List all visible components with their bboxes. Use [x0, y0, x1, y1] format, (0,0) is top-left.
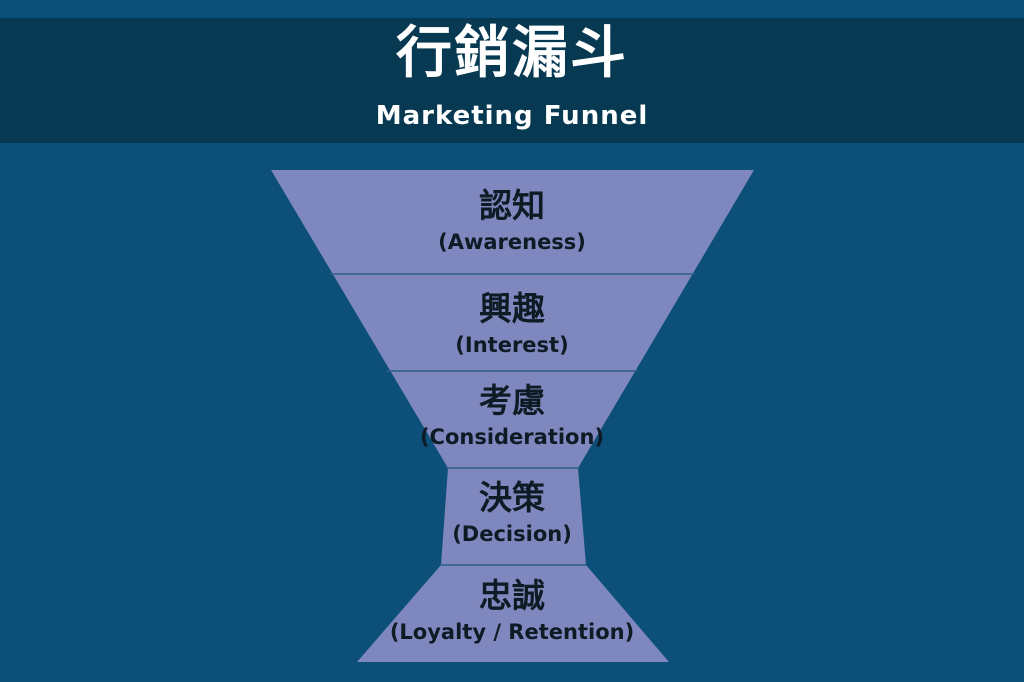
stage-interest: 興趣 (Interest) — [0, 289, 1024, 359]
title-english: Marketing Funnel — [375, 101, 649, 131]
stage-awareness: 認知 (Awareness) — [0, 186, 1024, 256]
stage-loyalty: 忠誠 (Loyalty / Retention) — [0, 576, 1024, 646]
stage-awareness-en: (Awareness) — [438, 230, 586, 254]
header-band — [0, 18, 1024, 143]
stage-consideration-zh: 考慮 — [479, 381, 545, 420]
stage-interest-zh: 興趣 — [479, 289, 545, 328]
stage-interest-en: (Interest) — [455, 333, 569, 357]
stage-loyalty-en: (Loyalty / Retention) — [389, 620, 635, 644]
stage-consideration: 考慮 (Consideration) — [0, 381, 1024, 451]
stage-decision: 決策 (Decision) — [0, 478, 1024, 548]
stage-decision-zh: 決策 — [479, 478, 545, 517]
stage-consideration-en: (Consideration) — [419, 425, 605, 449]
title-chinese: 行銷漏斗 — [396, 21, 628, 86]
stage-decision-en: (Decision) — [452, 522, 572, 546]
funnel-shape — [271, 170, 754, 662]
stage-awareness-zh: 認知 — [479, 186, 545, 225]
stage-loyalty-zh: 忠誠 — [479, 576, 545, 615]
